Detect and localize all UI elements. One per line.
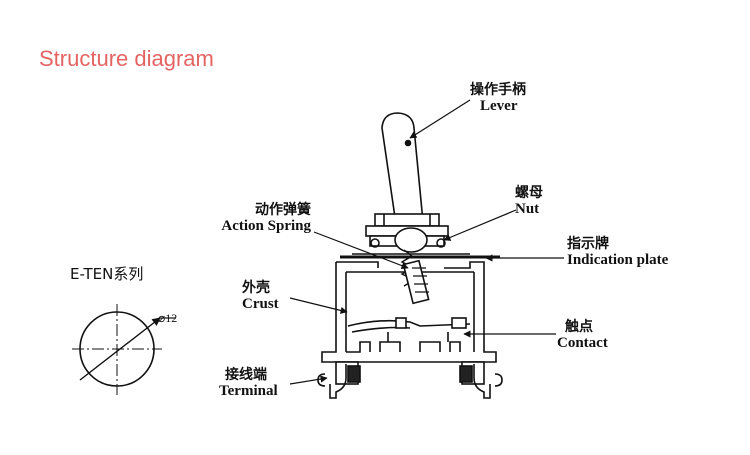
label-crust-cn: 外壳 xyxy=(242,280,270,296)
diameter-symbol xyxy=(72,304,176,395)
label-indication-plate-en: Indication plate xyxy=(567,252,669,269)
label-contact-en: Contact xyxy=(557,335,608,352)
label-crust-en: Crust xyxy=(242,296,279,313)
label-indication-plate-cn: 指示牌 xyxy=(567,236,609,252)
diameter-label: ⌀12 xyxy=(158,311,177,325)
action-spring xyxy=(400,249,430,305)
label-lever: 操作手柄 Lever xyxy=(470,82,526,115)
leader-lines xyxy=(289,99,564,385)
label-lever-en: Lever xyxy=(480,98,518,115)
label-lever-cn: 操作手柄 xyxy=(470,82,526,98)
label-action-spring-en: Action Spring xyxy=(221,218,311,235)
terminals xyxy=(317,364,503,399)
label-nut-cn: 螺母 xyxy=(515,185,543,201)
label-terminal-en: Terminal xyxy=(219,383,278,400)
lever-handle xyxy=(381,112,425,239)
contact-mechanism xyxy=(347,317,471,342)
label-nut: 螺母 Nut xyxy=(515,185,543,218)
label-indication-plate: 指示牌 Indication plate xyxy=(567,236,669,269)
label-crust: 外壳 Crust xyxy=(242,280,279,313)
lever-ball xyxy=(394,227,428,253)
label-action-spring-cn: 动作弹簧 xyxy=(255,202,311,218)
indication-plate xyxy=(340,253,500,259)
label-nut-en: Nut xyxy=(515,201,540,218)
label-contact-cn: 触点 xyxy=(565,319,593,335)
label-terminal-cn: 接线端 xyxy=(225,367,267,383)
label-action-spring: 动作弹簧 Action Spring xyxy=(203,202,311,235)
label-contact: 触点 Contact xyxy=(557,319,608,352)
series-label: E-TEN系列 xyxy=(70,265,144,283)
diagram-title: Structure diagram xyxy=(39,46,214,71)
label-terminal: 接线端 Terminal xyxy=(219,367,278,400)
